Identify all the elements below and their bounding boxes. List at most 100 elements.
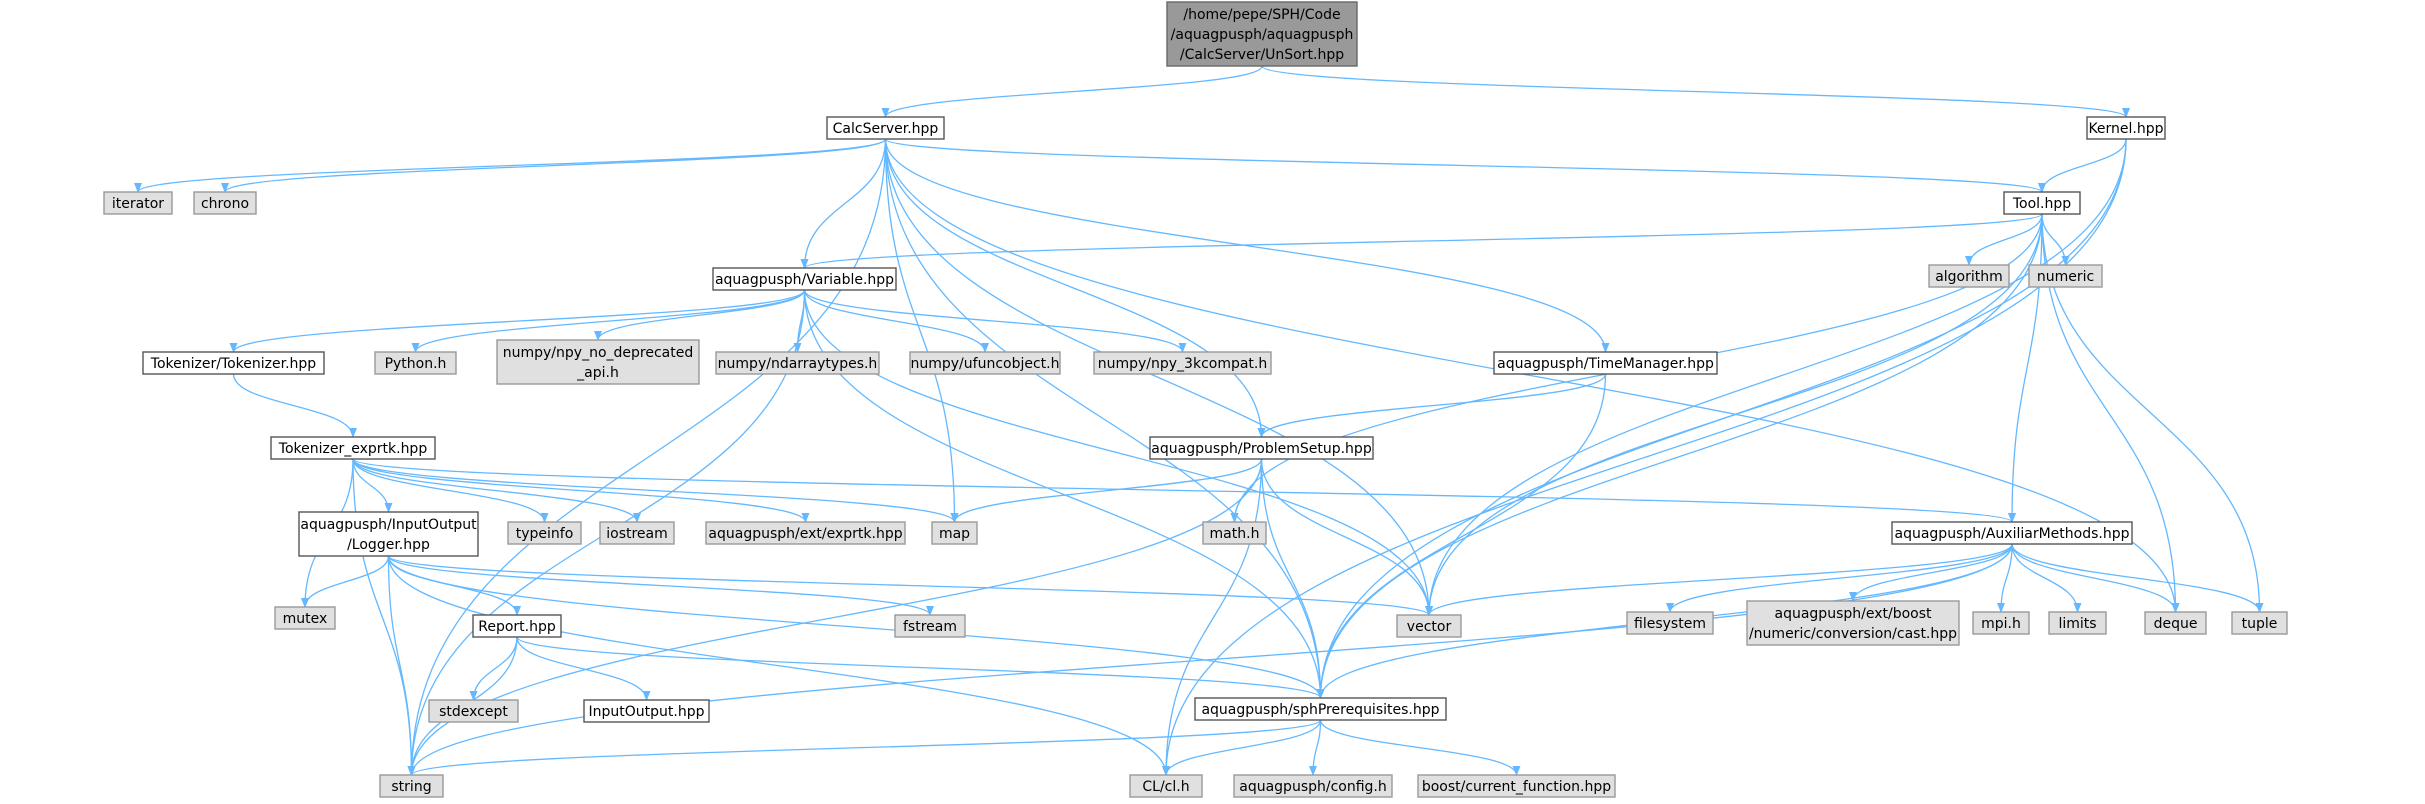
node-numeric-label-0: numeric [2037,269,2094,285]
node-report-label-0: Report.hpp [478,619,556,635]
node-clh: CL/cl.h [1129,774,1203,798]
edge-calcserver-to-variable [800,138,887,269]
edge-calcserver-to-map [884,138,959,523]
edge-auxiliar-to-deque [2011,543,2180,613]
edge-exprtk_tok-to-iostream [352,458,641,523]
node-iostream: iostream [599,521,675,545]
edge-kernel-to-tool [2038,138,2127,193]
node-unsort-label-2: /CalcServer/UnSort.hpp [1180,47,1344,63]
node-exprtk_tok-box [270,436,436,460]
node-inputoutput-label-0: InputOutput.hpp [589,704,705,720]
node-iostream-box [599,521,675,545]
node-npydep: numpy/npy_no_deprecated_api.h [496,339,700,385]
node-sphprereq-box [1194,697,1447,721]
node-ndarray: numpy/ndarraytypes.h [715,351,880,375]
edge-tool-to-vector [1425,213,2043,616]
node-unsort[interactable]: /home/pepe/SPH/Code/aquagpusph/aquagpusp… [1166,1,1358,67]
node-tool-box [2003,191,2081,215]
node-boostcf-box [1417,774,1616,798]
node-inputoutput[interactable]: InputOutput.hpp [583,699,710,723]
node-problemsetup-box [1149,436,1374,460]
edge-tool-to-algorithm [1965,213,2043,266]
node-problemsetup[interactable]: aquagpusph/ProblemSetup.hpp [1149,436,1374,460]
edge-tool-to-auxiliar [2008,213,2043,523]
node-clh-label-0: CL/cl.h [1142,779,1189,795]
node-tool[interactable]: Tool.hpp [2003,191,2081,215]
edge-calcserver-to-problemsetup [884,138,1266,438]
node-report[interactable]: Report.hpp [472,614,562,638]
node-variable[interactable]: aquagpusph/Variable.hpp [712,267,897,291]
node-tuple: tuple [2231,611,2288,635]
edge-exprtk_tok-to-string [352,458,416,776]
node-ufunc: numpy/ufuncobject.h [909,351,1061,375]
node-mutex-label-0: mutex [283,611,328,627]
edge-timemanager-to-problemsetup [1257,373,1607,438]
node-numeric: numeric [2028,264,2103,288]
node-variable-label-0: aquagpusph/Variable.hpp [715,272,894,288]
edge-calcserver-to-deque [884,138,2180,613]
node-mutex-box [274,606,336,630]
node-mathh-label-0: math.h [1210,526,1260,542]
node-timemanager[interactable]: aquagpusph/TimeManager.hpp [1493,351,1718,375]
node-calcserver[interactable]: CalcServer.hpp [826,116,945,140]
node-unsort-label-1: /aquagpusph/aquagpusph [1171,27,1354,43]
node-deque: deque [2144,611,2207,635]
edge-report-to-inputoutput [516,636,651,701]
edge-exprtk_tok-to-auxiliar [352,458,2016,523]
node-tokenizer[interactable]: Tokenizer/Tokenizer.hpp [142,351,325,375]
edge-sphprereq-to-boostcf [1319,719,1521,776]
node-extexprtk-label-0: aquagpusph/ext/exprtk.hpp [708,526,902,542]
edge-auxiliar-to-vector [1425,543,2013,616]
node-stdexcept-label-0: stdexcept [439,704,508,720]
node-npy3k: numpy/npy_3kcompat.h [1093,351,1272,375]
node-inputoutput-box [583,699,710,723]
node-kernel-label-0: Kernel.hpp [2088,121,2163,137]
node-sphprereq-label-0: aquagpusph/sphPrerequisites.hpp [1201,702,1439,718]
edge-exprtk_tok-to-logger [352,458,393,513]
node-sphprereq[interactable]: aquagpusph/sphPrerequisites.hpp [1194,697,1447,721]
node-mutex: mutex [274,606,336,630]
edge-timemanager-to-sphprereq [1316,373,1607,699]
node-vector: vector [1396,614,1462,638]
edge-unsort-to-kernel [1261,65,2130,118]
node-filesystem-label-0: filesystem [1634,616,1706,632]
edge-auxiliar-to-limits [2011,543,2082,613]
edge-variable-to-npy3k [803,289,1187,353]
node-kernel-box [2086,116,2166,140]
edge-exprtk_tok-to-extexprtk [352,458,810,523]
edge-logger-to-clh [387,555,1170,776]
node-kernel[interactable]: Kernel.hpp [2086,116,2166,140]
node-limits-box [2048,611,2107,635]
edge-sphprereq-to-clh [1162,719,1322,776]
node-layer: /home/pepe/SPH/Code/aquagpusph/aquagpusp… [103,1,2288,798]
node-deque-label-0: deque [2154,616,2198,632]
node-timemanager-label-0: aquagpusph/TimeManager.hpp [1497,356,1714,372]
node-auxiliar[interactable]: aquagpusph/AuxiliarMethods.hpp [1891,521,2133,545]
node-algorithm-box [1928,264,2010,288]
node-vector-box [1396,614,1462,638]
node-mpih-box [1972,611,2030,635]
node-algorithm-label-0: algorithm [1935,269,2003,285]
node-mathh-box [1202,521,1267,545]
edge-logger-to-vector [387,555,1433,616]
edge-calcserver-to-sphprereq [884,138,1325,699]
node-tool-label-0: Tool.hpp [2012,196,2071,212]
node-problemsetup-label-0: aquagpusph/ProblemSetup.hpp [1151,441,1372,457]
edge-auxiliar-to-mpih [1997,543,2013,613]
edge-auxiliar-to-boostcast [1849,543,2013,602]
node-string-label-0: string [391,779,431,795]
node-report-box [472,614,562,638]
edge-kernel-to-vector [1425,138,2127,616]
node-tokenizer-label-0: Tokenizer/Tokenizer.hpp [150,356,317,372]
node-chrono-label-0: chrono [201,196,249,212]
node-pythonh: Python.h [374,351,457,375]
node-iterator-box [103,191,173,215]
node-logger[interactable]: aquagpusph/InputOutput/Logger.hpp [298,511,479,557]
edge-variable-to-ufunc [803,289,989,353]
node-chrono-box [193,191,257,215]
node-filesystem: filesystem [1626,611,1714,635]
node-pythonh-box [374,351,457,375]
node-exprtk_tok[interactable]: Tokenizer_exprtk.hpp [270,436,436,460]
node-npydep-label-1: _api.h [576,365,619,381]
